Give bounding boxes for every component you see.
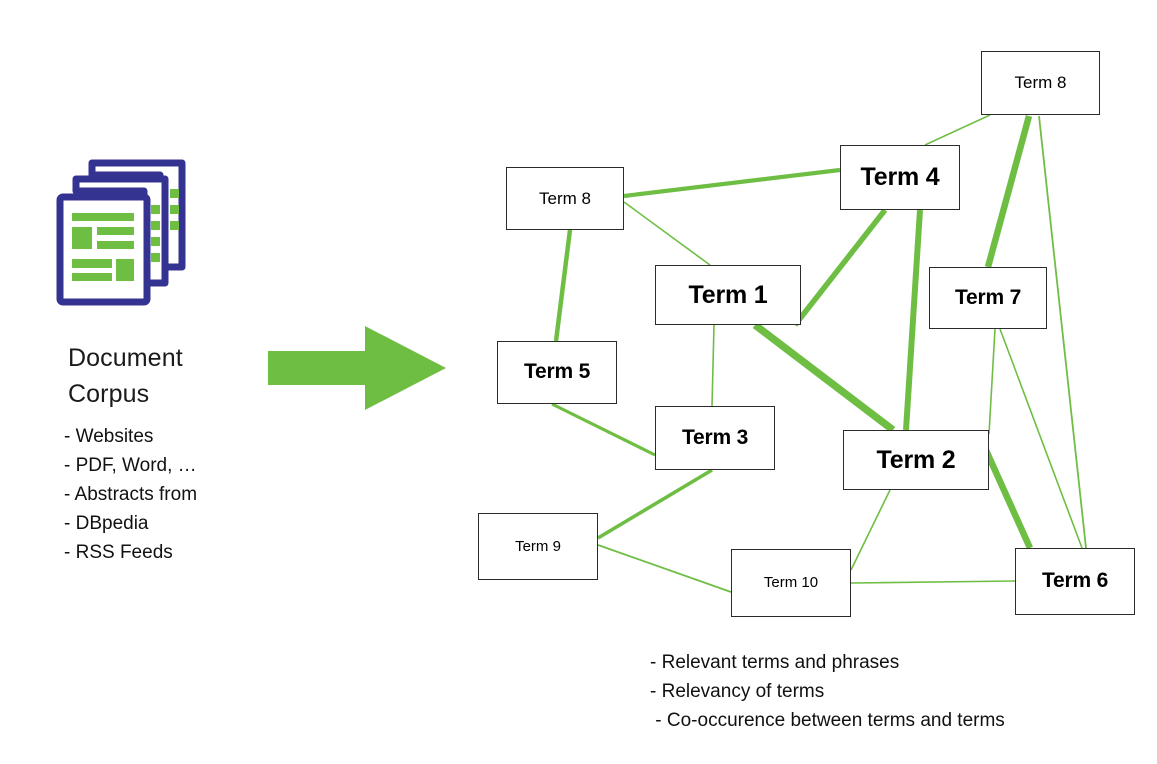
list-item: - Abstracts from xyxy=(64,484,198,505)
term-node-label: Term 1 xyxy=(688,280,768,309)
term-node-label: Term 10 xyxy=(763,574,819,592)
list-item: - DBpedia xyxy=(64,513,149,534)
graph-edge xyxy=(1038,115,1087,549)
document-stack-icon xyxy=(52,155,202,310)
graph-caption: - Relevant terms and phrases - Relevancy… xyxy=(650,648,1120,735)
flow-arrow-right-icon xyxy=(268,318,448,418)
graph-edge xyxy=(850,489,891,571)
term-co-occurrence-graph: Term 8 Term 4 Term 8 Term 1 Term 7 Term 5 Term… xyxy=(478,51,1135,617)
term-node-term5[interactable]: Term 5 xyxy=(497,341,617,404)
graph-edge xyxy=(597,468,713,540)
term-node-label: Term 8 xyxy=(1014,73,1067,93)
document-corpus-source-list: - Websites - PDF, Word, … - Abstracts fr… xyxy=(64,422,304,567)
term-node-term8_left[interactable]: Term 8 xyxy=(506,167,624,230)
list-item: - Websites xyxy=(64,426,154,447)
corpus-title-line-1: Document xyxy=(68,344,183,372)
graph-edge xyxy=(988,328,996,435)
list-item: - PDF, Word, … xyxy=(64,455,197,476)
term-node-term7[interactable]: Term 7 xyxy=(929,267,1047,329)
list-item: - Co-occurence between terms and terms xyxy=(650,710,1005,731)
graph-edge xyxy=(903,209,923,431)
term-node-label: Term 6 xyxy=(1041,569,1109,593)
graph-edge xyxy=(623,201,711,266)
term-node-label: Term 3 xyxy=(681,425,749,449)
term-node-term3[interactable]: Term 3 xyxy=(655,406,775,470)
graph-edge xyxy=(553,229,573,342)
arrow-shape xyxy=(268,326,446,410)
graph-edge-layer xyxy=(551,114,1087,593)
term-node-term1[interactable]: Term 1 xyxy=(655,265,801,325)
term-node-label: Term 4 xyxy=(860,163,940,192)
graph-edge xyxy=(850,580,1016,584)
term-node-term10[interactable]: Term 10 xyxy=(731,549,851,617)
document-corpus-panel: Document Corpus - Websites - PDF, Word, … xyxy=(0,0,300,620)
document-corpus-title: Document Corpus xyxy=(68,340,298,412)
term-node-term2[interactable]: Term 2 xyxy=(843,430,989,490)
term-node-term9[interactable]: Term 9 xyxy=(478,513,598,580)
graph-edge xyxy=(551,402,656,457)
term-node-label: Term 7 xyxy=(954,285,1022,309)
graph-edge xyxy=(924,114,991,146)
list-item: - RSS Feeds xyxy=(64,542,173,563)
term-node-term4[interactable]: Term 4 xyxy=(840,145,960,210)
term-node-label: Term 8 xyxy=(539,188,591,208)
graph-edge xyxy=(982,446,1033,550)
term-node-label: Term 2 xyxy=(876,445,956,474)
graph-edge xyxy=(752,322,896,433)
graph-edge xyxy=(999,328,1083,549)
term-node-term6[interactable]: Term 6 xyxy=(1015,548,1135,615)
term-node-label: Term 5 xyxy=(523,360,591,384)
term-node-label: Term 9 xyxy=(515,537,561,555)
corpus-title-line-2: Corpus xyxy=(68,380,150,408)
graph-edge xyxy=(984,115,1033,268)
graph-edge xyxy=(792,208,888,327)
term-node-term8_top[interactable]: Term 8 xyxy=(981,51,1100,115)
list-item: - Relevancy of terms xyxy=(650,681,825,702)
graph-edge xyxy=(711,324,715,407)
graph-edge xyxy=(623,167,841,199)
list-item: - Relevant terms and phrases xyxy=(650,652,900,673)
graph-edge xyxy=(597,544,732,593)
